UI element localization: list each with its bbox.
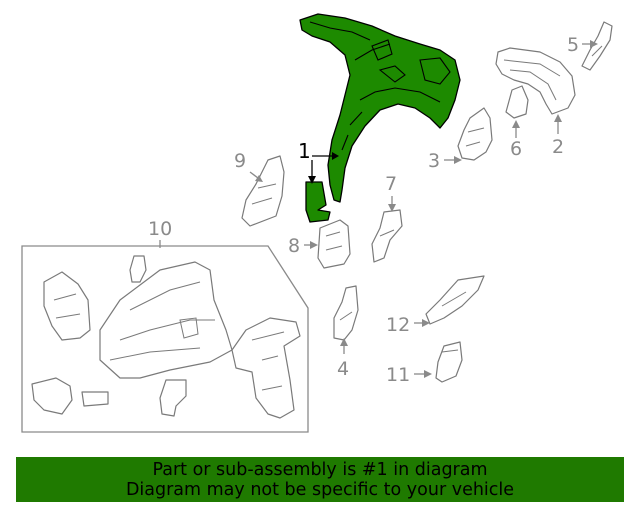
part-12-extension-panel[interactable] xyxy=(425,275,485,325)
part-1-lower-bracket[interactable] xyxy=(305,181,331,223)
part-10-assembly-group[interactable] xyxy=(21,245,309,433)
callout-4: 4 xyxy=(337,358,349,380)
banner-line-1: Part or sub-assembly is #1 in diagram xyxy=(152,459,488,480)
part-9-pillar-panel[interactable] xyxy=(241,155,285,227)
callout-8: 8 xyxy=(288,235,300,257)
part-2-outer-quarter-panel[interactable] xyxy=(495,47,576,115)
part-8-mount-bracket[interactable] xyxy=(317,219,351,269)
callout-10: 10 xyxy=(148,218,172,240)
callout-5: 5 xyxy=(567,34,579,56)
part-1-quarter-inner-panel[interactable] xyxy=(299,13,461,203)
callout-9: 9 xyxy=(234,150,246,172)
part-6-gusset[interactable] xyxy=(505,85,529,119)
banner-line-2: Diagram may not be specific to your vehi… xyxy=(125,479,515,500)
callout-1: 1 xyxy=(298,139,311,163)
callout-12: 12 xyxy=(386,314,410,336)
callout-3: 3 xyxy=(428,150,440,172)
callout-6: 6 xyxy=(510,138,522,160)
part-3-wheelhouse-extension[interactable] xyxy=(457,107,493,161)
callout-7: 7 xyxy=(385,173,397,195)
info-banner: Part or sub-assembly is #1 in diagram Di… xyxy=(16,457,624,502)
part-4-pillar-reinforcement[interactable] xyxy=(333,285,359,341)
part-7-inner-brace[interactable] xyxy=(371,209,403,263)
part-11-end-cap[interactable] xyxy=(435,341,463,383)
part-5-bracket[interactable] xyxy=(581,21,613,71)
callout-2: 2 xyxy=(552,136,564,158)
callout-11: 11 xyxy=(386,364,410,386)
